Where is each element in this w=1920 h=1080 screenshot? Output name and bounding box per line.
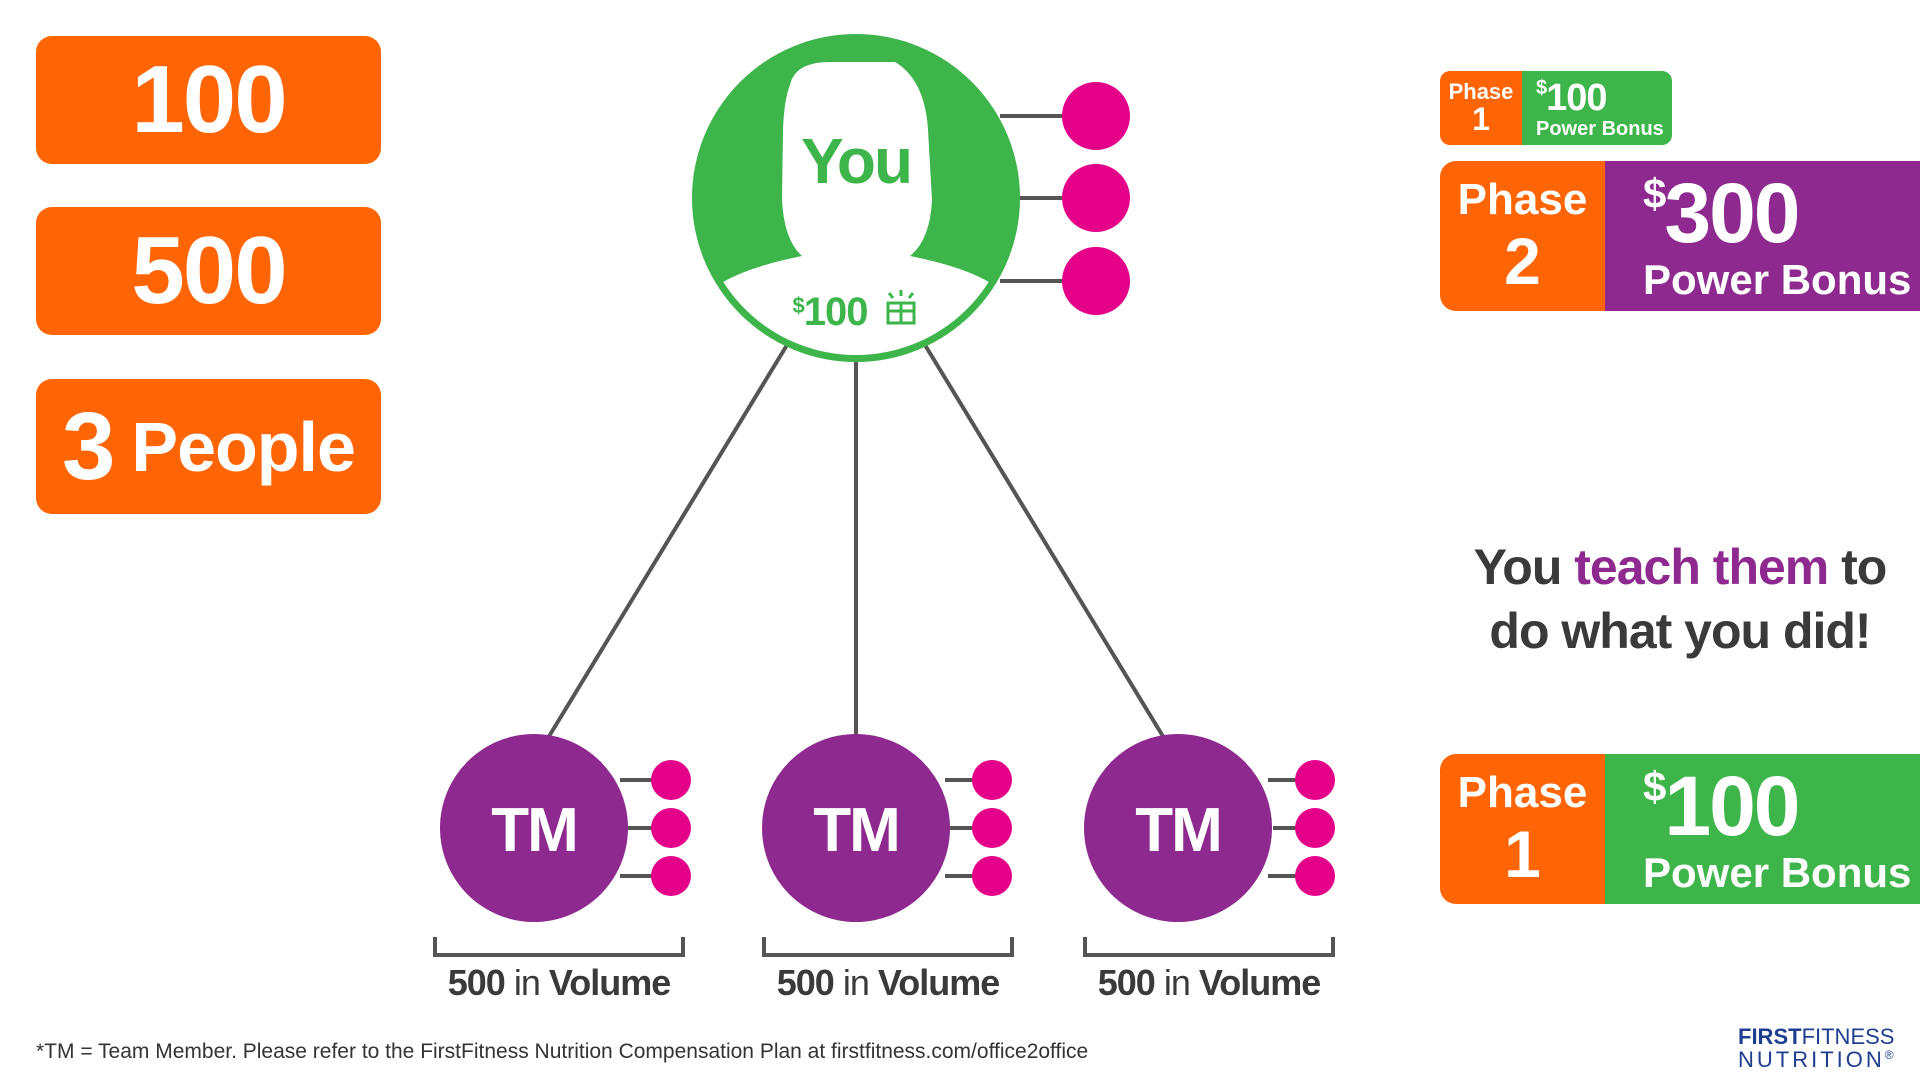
tm-label: TM: [491, 796, 577, 865]
footnote: *TM = Team Member. Please refer to the F…: [36, 1040, 1089, 1063]
volume-label-3: 500 in Volume: [1097, 962, 1322, 1003]
connector-line-right: [923, 343, 1166, 740]
volume-bracket: [762, 937, 1014, 957]
recruit-dot: [1062, 82, 1130, 150]
phase-label: Phase 1: [1440, 71, 1522, 145]
you-label: You: [801, 125, 911, 197]
stat-box-people: 3 People: [36, 379, 381, 514]
person-silhouette-icon: [702, 62, 1010, 355]
you-bonus-amount: $100: [793, 290, 868, 334]
stat-number: 3: [62, 392, 115, 500]
tm-circle: [440, 734, 628, 922]
recruit-dot: [972, 760, 1012, 800]
tm-circle: [1084, 734, 1272, 922]
stat-box-100: 100: [36, 36, 381, 164]
bonus-amount: $300 Power Bonus: [1605, 161, 1920, 311]
phase-label: Phase 2: [1440, 161, 1605, 311]
gift-box-icon: [886, 290, 916, 325]
bonus-amount: $100 Power Bonus: [1522, 71, 1672, 145]
phase-1-small-badge: Phase 1 $100 Power Bonus: [1440, 71, 1672, 145]
recruit-dot: [972, 856, 1012, 896]
recruit-dot: [972, 808, 1012, 848]
tm-label: TM: [1135, 796, 1221, 865]
volume-label-2: 500 in Volume: [776, 962, 1001, 1003]
volume-bracket: [1083, 937, 1335, 957]
recruit-dot: [1062, 247, 1130, 315]
recruit-dot: [651, 856, 691, 896]
brand-logo: FIRSTFITNESS NUTRITION®: [1738, 1024, 1897, 1072]
recruit-dot: [651, 760, 691, 800]
phase-1-badge: Phase 1 $100 Power Bonus: [1440, 754, 1920, 904]
stat-value: 100: [131, 46, 287, 153]
connector-line-left: [546, 343, 789, 740]
recruit-dot: [1295, 760, 1335, 800]
recruit-dot: [1295, 808, 1335, 848]
bonus-amount: $100 Power Bonus: [1605, 754, 1920, 904]
team-member-node-1: TM: [433, 734, 691, 957]
volume-label-1: 500 in Volume: [447, 962, 672, 1003]
team-member-node-3: TM: [1083, 734, 1335, 957]
phase-label: Phase 1: [1440, 754, 1605, 904]
team-member-node-2: TM: [762, 734, 1014, 957]
tagline-highlight: teach them: [1574, 539, 1829, 595]
you-node: You $100: [692, 34, 1130, 362]
tagline: You teach them to do what you did!: [1473, 539, 1888, 659]
stat-value: 500: [131, 217, 287, 324]
recruit-dot: [1062, 164, 1130, 232]
phase-2-badge: Phase 2 $300 Power Bonus: [1440, 161, 1920, 311]
volume-bracket: [433, 937, 685, 957]
tm-circle: [762, 734, 950, 922]
tm-label: TM: [813, 796, 899, 865]
stat-box-500: 500: [36, 207, 381, 335]
recruit-dot: [1295, 856, 1335, 896]
recruit-dot: [651, 808, 691, 848]
stat-word: People: [131, 407, 356, 486]
